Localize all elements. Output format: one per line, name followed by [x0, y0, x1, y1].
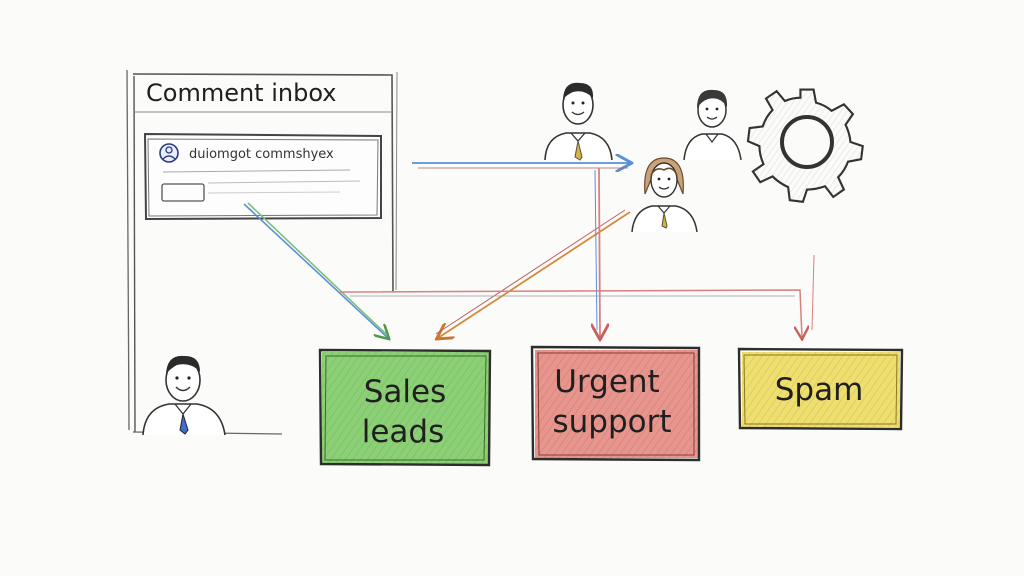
category-label: Sales: [364, 374, 447, 410]
avatar-icon: [159, 143, 179, 163]
gear-icon: [746, 88, 864, 204]
category-box-sales-leads: Sales leads: [318, 348, 492, 467]
person-icon: [683, 89, 742, 161]
comment-card[interactable]: duiomgot commshyex: [143, 132, 382, 221]
comment-inbox-panel: Comment inbox duiomgot commshyex: [126, 69, 398, 435]
category-label: leads: [362, 414, 445, 450]
inbox-title: Comment inbox: [146, 79, 336, 107]
person-icon: [544, 82, 613, 161]
routing-arrows: [243, 163, 815, 338]
reply-button[interactable]: [161, 183, 205, 202]
person-icon: [142, 355, 226, 436]
category-label: Spam: [775, 372, 864, 408]
comment-text: duiomgot commshyex: [189, 147, 334, 162]
category-label: Urgent: [554, 364, 659, 400]
person-icon: [631, 157, 698, 233]
category-box-urgent-support: Urgent support: [530, 345, 701, 462]
category-box-spam: Spam: [737, 347, 904, 431]
category-label: support: [552, 404, 671, 440]
